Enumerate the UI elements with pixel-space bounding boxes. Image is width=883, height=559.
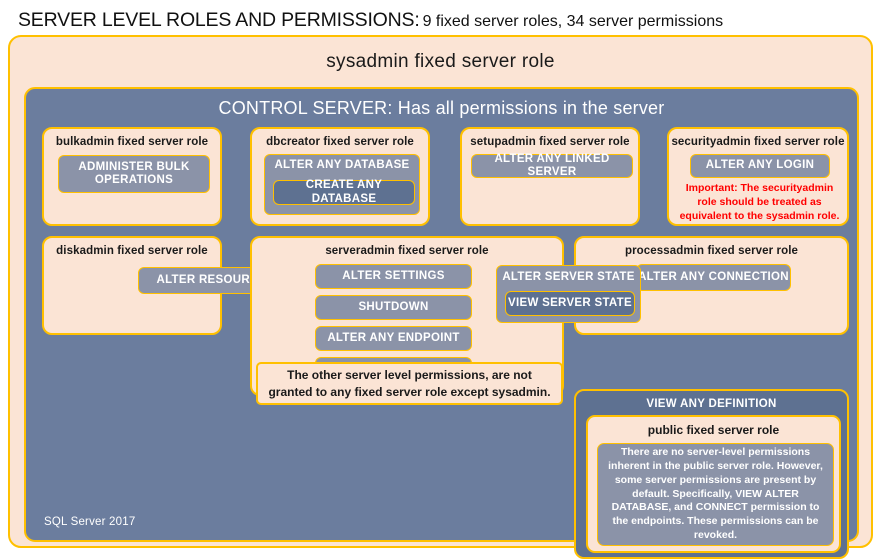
- permission-administer-bulk-operations[interactable]: ADMINISTER BULK OPERATIONS: [58, 155, 210, 193]
- permission-alter-any-connection[interactable]: ALTER ANY CONNECTION: [636, 264, 791, 291]
- role-card-dbcreator[interactable]: dbcreator fixed server role ALTER ANY DA…: [250, 127, 430, 226]
- permission-alter-any-login[interactable]: ALTER ANY LOGIN: [690, 154, 830, 178]
- permission-alter-any-database-label: ALTER ANY DATABASE: [274, 159, 410, 171]
- sysadmin-role-panel: sysadmin fixed server role CONTROL SERVE…: [8, 35, 873, 559]
- view-any-definition-group[interactable]: VIEW ANY DEFINITION public fixed server …: [574, 389, 849, 559]
- role-card-setupadmin[interactable]: setupadmin fixed server role ALTER ANY L…: [460, 127, 640, 226]
- role-card-securityadmin[interactable]: securityadmin fixed server role ALTER AN…: [667, 127, 849, 226]
- permission-alter-server-state-label: ALTER SERVER STATE: [502, 271, 635, 283]
- role-title-processadmin: processadmin fixed server role: [624, 245, 799, 257]
- role-title-diskadmin: diskadmin fixed server role: [56, 245, 208, 257]
- role-card-public[interactable]: public fixed server role There are no se…: [586, 415, 841, 553]
- sysadmin-role-title: sysadmin fixed server role: [326, 51, 555, 72]
- role-title-serveradmin: serveradmin fixed server role: [325, 245, 489, 257]
- page-title: SERVER LEVEL ROLES AND PERMISSIONS:: [18, 9, 420, 31]
- other-permissions-note: The other server level permissions, are …: [256, 362, 563, 405]
- permission-alter-any-linked-server[interactable]: ALTER ANY LINKED SERVER: [471, 153, 633, 178]
- permission-alter-any-endpoint[interactable]: ALTER ANY ENDPOINT: [315, 326, 472, 351]
- permission-shutdown[interactable]: SHUTDOWN: [315, 295, 472, 320]
- page-subtitle: 9 fixed server roles, 34 server permissi…: [422, 13, 724, 30]
- role-title-public: public fixed server role: [647, 423, 780, 437]
- role-title-setupadmin: setupadmin fixed server role: [470, 136, 630, 148]
- permission-view-any-definition-label: VIEW ANY DEFINITION: [646, 398, 777, 410]
- role-title-dbcreator: dbcreator fixed server role: [266, 136, 414, 148]
- footer-product-label: SQL Server 2017: [44, 516, 136, 528]
- role-title-securityadmin: securityadmin fixed server role: [671, 136, 845, 148]
- securityadmin-important-note: Important: The securityadmin role should…: [679, 182, 840, 223]
- role-card-bulkadmin[interactable]: bulkadmin fixed server role ADMINISTER B…: [42, 127, 222, 226]
- role-title-bulkadmin: bulkadmin fixed server role: [55, 136, 209, 148]
- permission-view-server-state[interactable]: VIEW SERVER STATE: [505, 291, 635, 316]
- page-header: SERVER LEVEL ROLES AND PERMISSIONS:9 fix…: [18, 6, 868, 34]
- permission-create-any-database[interactable]: CREATE ANY DATABASE: [273, 179, 415, 205]
- public-role-description: There are no server-level permissions in…: [597, 443, 834, 546]
- control-server-panel: CONTROL SERVER: Has all permissions in t…: [24, 87, 859, 559]
- permission-alter-settings[interactable]: ALTER SETTINGS: [315, 264, 472, 289]
- control-server-title: CONTROL SERVER: Has all permissions in t…: [218, 98, 665, 118]
